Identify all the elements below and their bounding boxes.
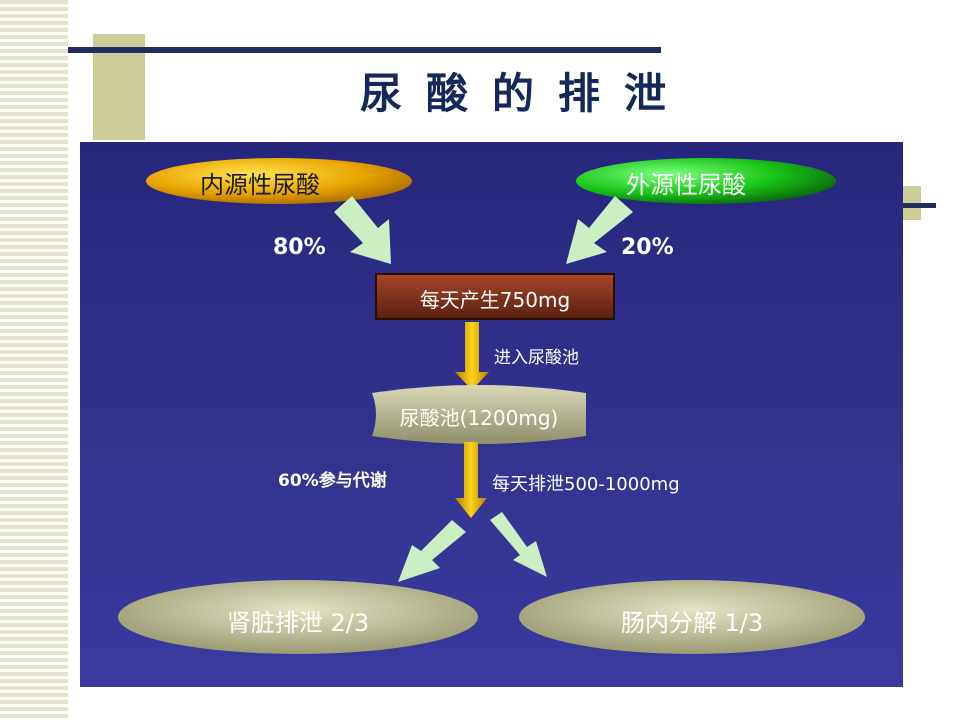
metabolism-label: 60%参与代谢 xyxy=(278,471,387,491)
exogenous-percent: 20% xyxy=(621,235,674,260)
arrow-to-intestine xyxy=(490,512,547,577)
arrow-production-to-pool xyxy=(455,322,489,390)
daily-excretion-label: 每天排泄500-1000mg xyxy=(492,474,680,495)
arrow-to-kidney xyxy=(398,520,466,582)
endogenous-ellipse xyxy=(146,158,412,204)
slide-title: 尿酸的排泄 xyxy=(359,69,690,118)
daily-production-box xyxy=(375,273,615,320)
endogenous-label: 内源性尿酸 xyxy=(200,171,320,199)
arrow-endogenous-to-production xyxy=(334,196,391,264)
exogenous-ellipse xyxy=(576,158,836,204)
title-accent-line xyxy=(68,47,661,53)
right-accent-line xyxy=(903,203,936,208)
daily-production-label: 每天产生750mg xyxy=(419,288,571,312)
exogenous-label: 外源性尿酸 xyxy=(626,171,746,199)
left-stripe-decoration xyxy=(0,0,68,720)
endogenous-percent: 80% xyxy=(273,235,326,260)
intestine-label: 肠内分解 1/3 xyxy=(620,609,764,637)
kidney-ellipse xyxy=(118,580,478,654)
pool-banner xyxy=(372,385,586,444)
arrow-exogenous-to-production xyxy=(566,196,633,264)
kidney-label: 肾脏排泄 2/3 xyxy=(226,609,370,637)
enter-pool-label: 进入尿酸池 xyxy=(494,348,579,368)
arrow-pool-to-excretion xyxy=(455,442,487,518)
intestine-ellipse xyxy=(519,580,865,654)
pool-label: 尿酸池(1200mg) xyxy=(399,406,559,430)
